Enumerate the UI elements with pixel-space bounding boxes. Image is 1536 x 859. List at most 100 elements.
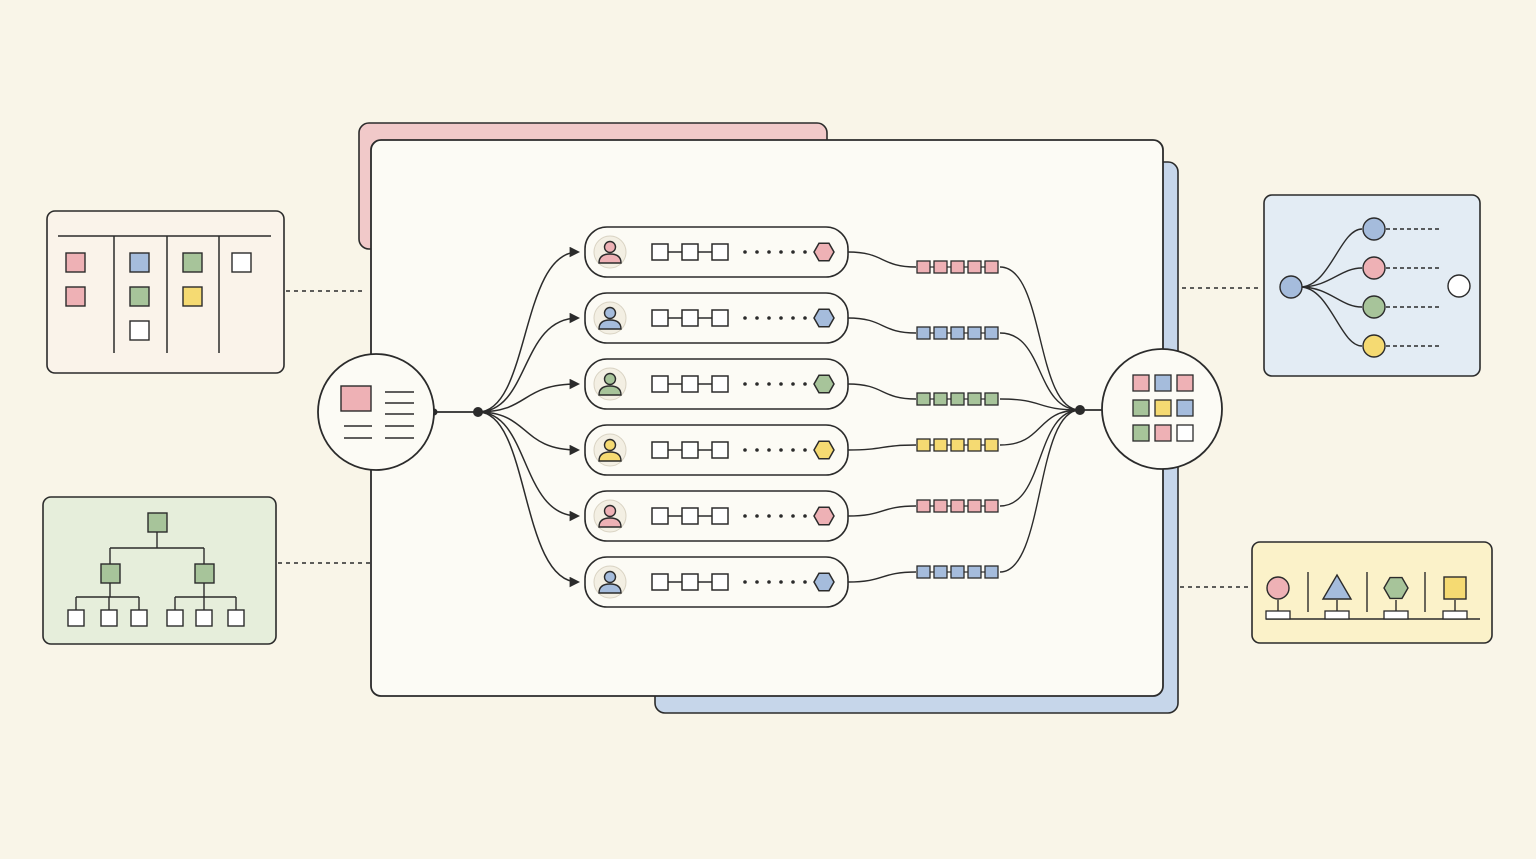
branch-nodes-icon	[1263, 194, 1481, 377]
tree-leaf	[227, 609, 245, 627]
hubs	[317, 348, 1223, 471]
dot	[755, 448, 759, 452]
tree-leaf	[67, 609, 85, 627]
queue-item	[950, 499, 965, 513]
grid-cell	[1154, 374, 1172, 392]
queue-item	[967, 565, 982, 579]
dot	[743, 316, 747, 320]
split-edge	[477, 246, 581, 413]
panel-connectors	[278, 287, 1262, 588]
step-box	[681, 573, 699, 591]
queue-item	[967, 260, 982, 274]
user-icon	[593, 499, 627, 533]
queue-item	[984, 392, 999, 406]
queue-icon	[916, 326, 999, 340]
dot	[803, 514, 807, 518]
queue-item	[933, 260, 948, 274]
dots-icon	[743, 382, 807, 386]
pipeline-row	[584, 226, 999, 278]
branch-edge	[1299, 267, 1363, 288]
tree-leaf	[130, 609, 148, 627]
step-box	[651, 573, 669, 591]
hierarchy-tree-icon	[42, 496, 277, 645]
pipeline-row	[584, 358, 999, 410]
dot	[767, 316, 771, 320]
avatar-head	[603, 504, 617, 518]
dot	[779, 580, 783, 584]
queue-item	[950, 392, 965, 406]
step-chain-icon	[651, 441, 729, 459]
user-icon	[593, 301, 627, 335]
step-chain-icon	[651, 573, 729, 591]
queue-item	[916, 565, 931, 579]
dot	[743, 580, 747, 584]
hexagon-icon	[1383, 576, 1409, 600]
branch-node	[1362, 256, 1386, 280]
split-edge	[477, 411, 581, 588]
queue-item	[950, 438, 965, 452]
dot	[791, 514, 795, 518]
dot	[791, 382, 795, 386]
tree-leaf	[100, 609, 118, 627]
document-icon	[340, 385, 414, 439]
dot	[791, 580, 795, 584]
dot	[755, 514, 759, 518]
kanban-card	[129, 320, 150, 341]
queue-item	[950, 565, 965, 579]
join-edge	[999, 409, 1081, 446]
dot	[755, 382, 759, 386]
join-edge	[999, 398, 1081, 411]
queue-item	[967, 392, 982, 406]
branch-source-node	[1279, 275, 1303, 299]
queue-icon	[916, 438, 999, 452]
grid-cell	[1154, 399, 1172, 417]
tree-panel	[42, 496, 277, 645]
branch-edge	[1299, 228, 1363, 288]
kanban-card	[129, 252, 150, 273]
dot	[791, 448, 795, 452]
queue-item	[950, 326, 965, 340]
hexagon-icon	[813, 308, 835, 328]
dots-icon	[743, 316, 807, 320]
step-box	[651, 309, 669, 327]
split-edge	[477, 411, 581, 522]
dots-icon	[743, 580, 807, 584]
avatar-body	[598, 319, 622, 330]
queue-icon	[916, 260, 999, 274]
dot	[803, 316, 807, 320]
step-box	[711, 507, 729, 525]
join-edge	[999, 266, 1081, 411]
queue-item	[916, 392, 931, 406]
branch-node	[1362, 334, 1386, 358]
queue-item	[967, 326, 982, 340]
dot	[743, 382, 747, 386]
grid-cell	[1176, 374, 1194, 392]
dot	[803, 448, 807, 452]
queue-item	[984, 260, 999, 274]
queue-item	[984, 326, 999, 340]
dot	[755, 250, 759, 254]
step-box	[681, 243, 699, 261]
branch-edge	[1299, 286, 1363, 347]
avatar-head	[603, 372, 617, 386]
kanban-card	[65, 286, 86, 307]
avatar-head	[603, 240, 617, 254]
hexagon-icon	[813, 374, 835, 394]
avatar-body	[598, 253, 622, 264]
kanban-card	[231, 252, 252, 273]
queue-icon	[916, 499, 999, 513]
pipeline-row	[584, 556, 999, 608]
grid-cell	[1132, 399, 1150, 417]
queue-link	[847, 444, 917, 451]
split-edge	[477, 411, 581, 456]
avatar-head	[603, 306, 617, 320]
step-box	[681, 441, 699, 459]
dots-icon	[743, 514, 807, 518]
grid-cell	[1132, 424, 1150, 442]
dot	[755, 316, 759, 320]
dot	[767, 382, 771, 386]
avatar-body	[598, 385, 622, 396]
document-image	[340, 385, 372, 412]
dot	[767, 514, 771, 518]
